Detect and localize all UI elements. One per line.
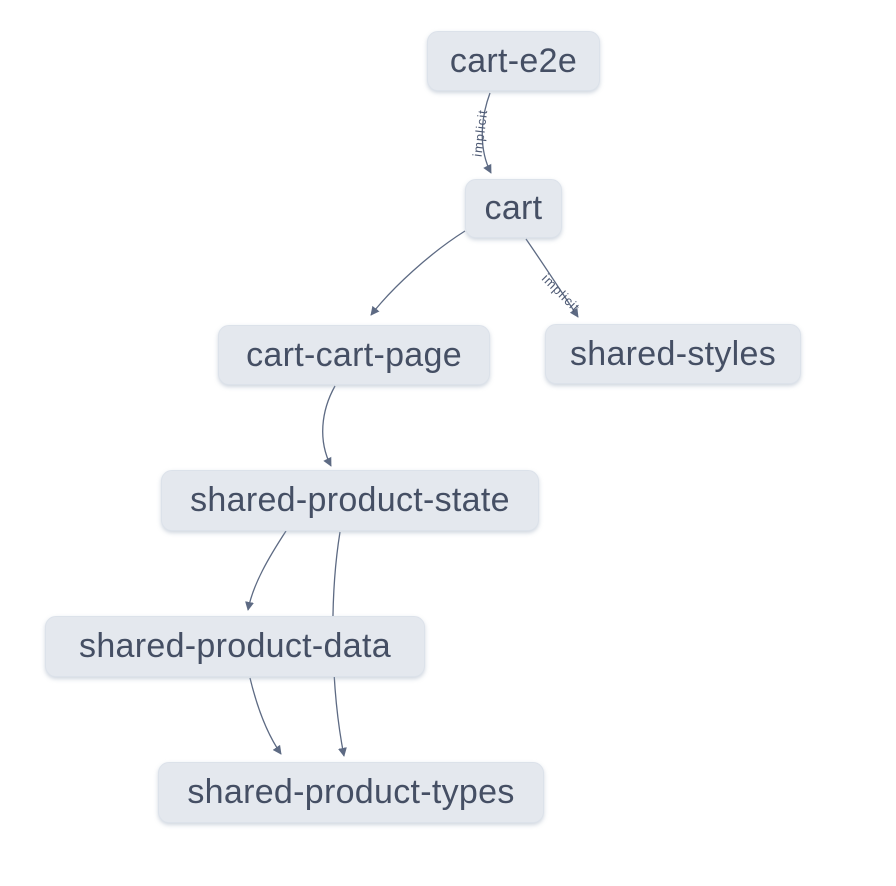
node-shared-product-data[interactable]: shared-product-data xyxy=(45,616,425,677)
node-label: shared-styles xyxy=(569,334,777,373)
node-shared-product-state[interactable]: shared-product-state xyxy=(161,470,539,531)
node-label: shared-product-state xyxy=(190,481,510,519)
edge-shared-product-data-to-shared-product-types xyxy=(249,677,282,755)
node-cart[interactable]: cart xyxy=(465,179,562,238)
edge-cart-to-cart-cart-page xyxy=(370,230,466,316)
edge-cart-to-shared-styles xyxy=(525,238,579,318)
node-cart-cart-page[interactable]: cart-cart-page xyxy=(218,325,490,385)
node-cart-e2e[interactable]: cart-e2e xyxy=(427,31,600,91)
edge-shared-product-state-to-shared-product-data xyxy=(245,530,287,611)
node-shared-product-types[interactable]: shared-product-types xyxy=(158,762,544,823)
node-shared-styles[interactable]: shared-styles xyxy=(545,324,801,384)
node-label: cart xyxy=(484,189,543,227)
edge-cart-cart-page-to-shared-product-state xyxy=(322,385,336,467)
edge-cart-e2e-to-cart xyxy=(481,92,492,174)
node-label: cart-cart-page xyxy=(246,335,462,374)
node-label: cart-e2e xyxy=(449,41,578,80)
node-label: shared-product-data xyxy=(79,627,391,665)
node-label: shared-product-types xyxy=(187,773,515,811)
